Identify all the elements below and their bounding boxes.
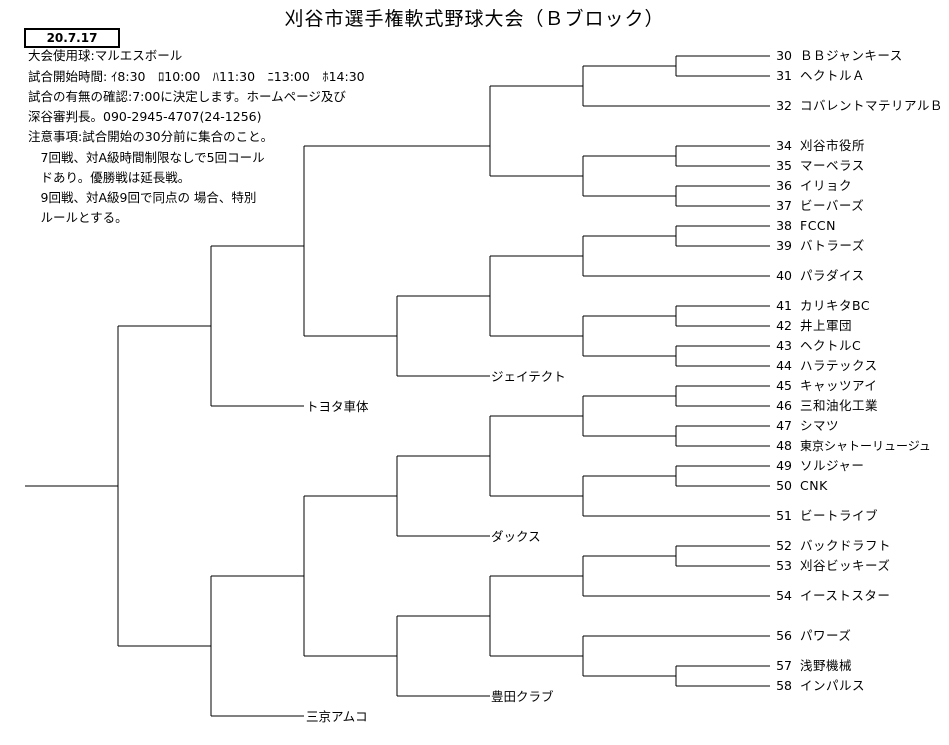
team-name: イリョク: [800, 178, 853, 193]
team-number: 52: [776, 538, 792, 553]
team-name: コバレントマテリアルＢ: [800, 98, 943, 113]
team-name: パワーズ: [800, 628, 852, 643]
note-caution: 注意事項:試合開始の30分前に集合のこと。: [28, 129, 274, 144]
team-name: バックドラフト: [800, 538, 892, 553]
note-start-times: 試合開始時間: ｲ8:30 ﾛ10:00 ﾊ11:30 ﾆ13:00 ﾎ14:3…: [28, 69, 365, 84]
team-name: ソルジャー: [800, 458, 865, 473]
team-name: 東京シャトーリュージュ: [800, 439, 931, 453]
team-name: ＢＢジャンキース: [800, 48, 903, 63]
team-name: シマツ: [800, 418, 840, 433]
team-number: 35: [776, 158, 792, 173]
team-number: 41: [776, 298, 792, 313]
round1-connectors: [583, 56, 677, 686]
team-name: ビーバーズ: [800, 198, 865, 213]
team-number: 58: [776, 678, 792, 693]
final-connector: [25, 326, 119, 646]
round2-connectors: [490, 66, 584, 676]
team-number: 49: [776, 458, 792, 473]
team-number: 40: [776, 268, 792, 283]
team-number: 53: [776, 558, 792, 573]
seed-jeitekuto: ジェイテクト: [491, 369, 566, 384]
team-number: 50: [776, 478, 792, 493]
team-name: 刈谷ビッキーズ: [800, 558, 891, 573]
team-number: 38: [776, 218, 792, 233]
team-name: マーベラス: [800, 158, 865, 173]
team-number: 57: [776, 658, 792, 673]
team-number: 46: [776, 398, 792, 413]
team-name: キャッツアイ: [800, 378, 878, 393]
seed-toyoda-club: 豊田クラブ: [491, 689, 554, 704]
seed-sankyo-amuko: 三京アムコ: [306, 709, 368, 724]
team-number: 42: [776, 318, 792, 333]
team-number: 34: [776, 138, 792, 153]
date-box: 20.7.17: [24, 28, 120, 48]
team-name: 浅野機械: [800, 658, 853, 673]
team-number: 54: [776, 588, 792, 603]
seed-dakkusu: ダックス: [491, 529, 541, 544]
team-number: 44: [776, 358, 792, 373]
team-name: ビートライブ: [800, 508, 879, 523]
team-number: 51: [776, 508, 792, 523]
team-number: 30: [776, 48, 792, 63]
team-name: 井上軍団: [800, 318, 853, 333]
team-name: ヘクトルＡ: [800, 68, 866, 83]
note-ball: 大会使用球:マルエスボール: [28, 48, 183, 63]
team-number: 43: [776, 338, 792, 353]
team-number: 45: [776, 378, 792, 393]
note-contact: 深谷審判長。090-2945-4707(24-1256): [28, 109, 262, 124]
note-rule-9: 9回戦、対A級9回で同点の 場合、特別: [28, 190, 257, 205]
team-name: 刈谷市役所: [800, 138, 866, 153]
note-rule-7b: ドあり。優勝戦は延長戦。: [28, 170, 191, 185]
round5-connectors: [211, 146, 305, 656]
team-name: ハラテックス: [800, 358, 878, 373]
note-confirm: 試合の有無の確認:7:00に決定します。ホームページ及び: [28, 89, 346, 104]
round4-connectors: [304, 296, 398, 696]
team-number: 56: [776, 628, 792, 643]
team-name: イーストスター: [800, 588, 891, 603]
team-number: 47: [776, 418, 792, 433]
team-name: インパルス: [800, 678, 866, 693]
team-number: 48: [776, 438, 792, 453]
team-name: 三和油化工業: [800, 398, 879, 413]
team-leaf-lines: [583, 55, 770, 687]
team-number: 37: [776, 198, 792, 213]
round3-connectors: [304, 86, 491, 656]
note-rule-9b: ルールとする。: [28, 210, 128, 225]
team-name: パラダイス: [800, 268, 865, 283]
team-number: 36: [776, 178, 792, 193]
seed-lines: [211, 375, 490, 717]
note-rule-7: 7回戦、対A級時間制限なしで5回コール: [28, 150, 265, 165]
team-name: バトラーズ: [800, 238, 865, 253]
round6-connectors: [118, 246, 212, 716]
team-number: 31: [776, 68, 792, 83]
team-number: 32: [776, 98, 792, 113]
team-name: ヘクトルC: [800, 338, 862, 353]
team-name: CNK: [800, 478, 828, 493]
team-name: カリキタBC: [800, 298, 871, 313]
tournament-title: 刈谷市選手権軟式野球大会（Ｂブロック）: [284, 8, 665, 30]
team-number: 39: [776, 238, 792, 253]
team-name: FCCN: [800, 218, 836, 233]
seed-toyota-shatai: トヨタ車体: [306, 399, 369, 414]
